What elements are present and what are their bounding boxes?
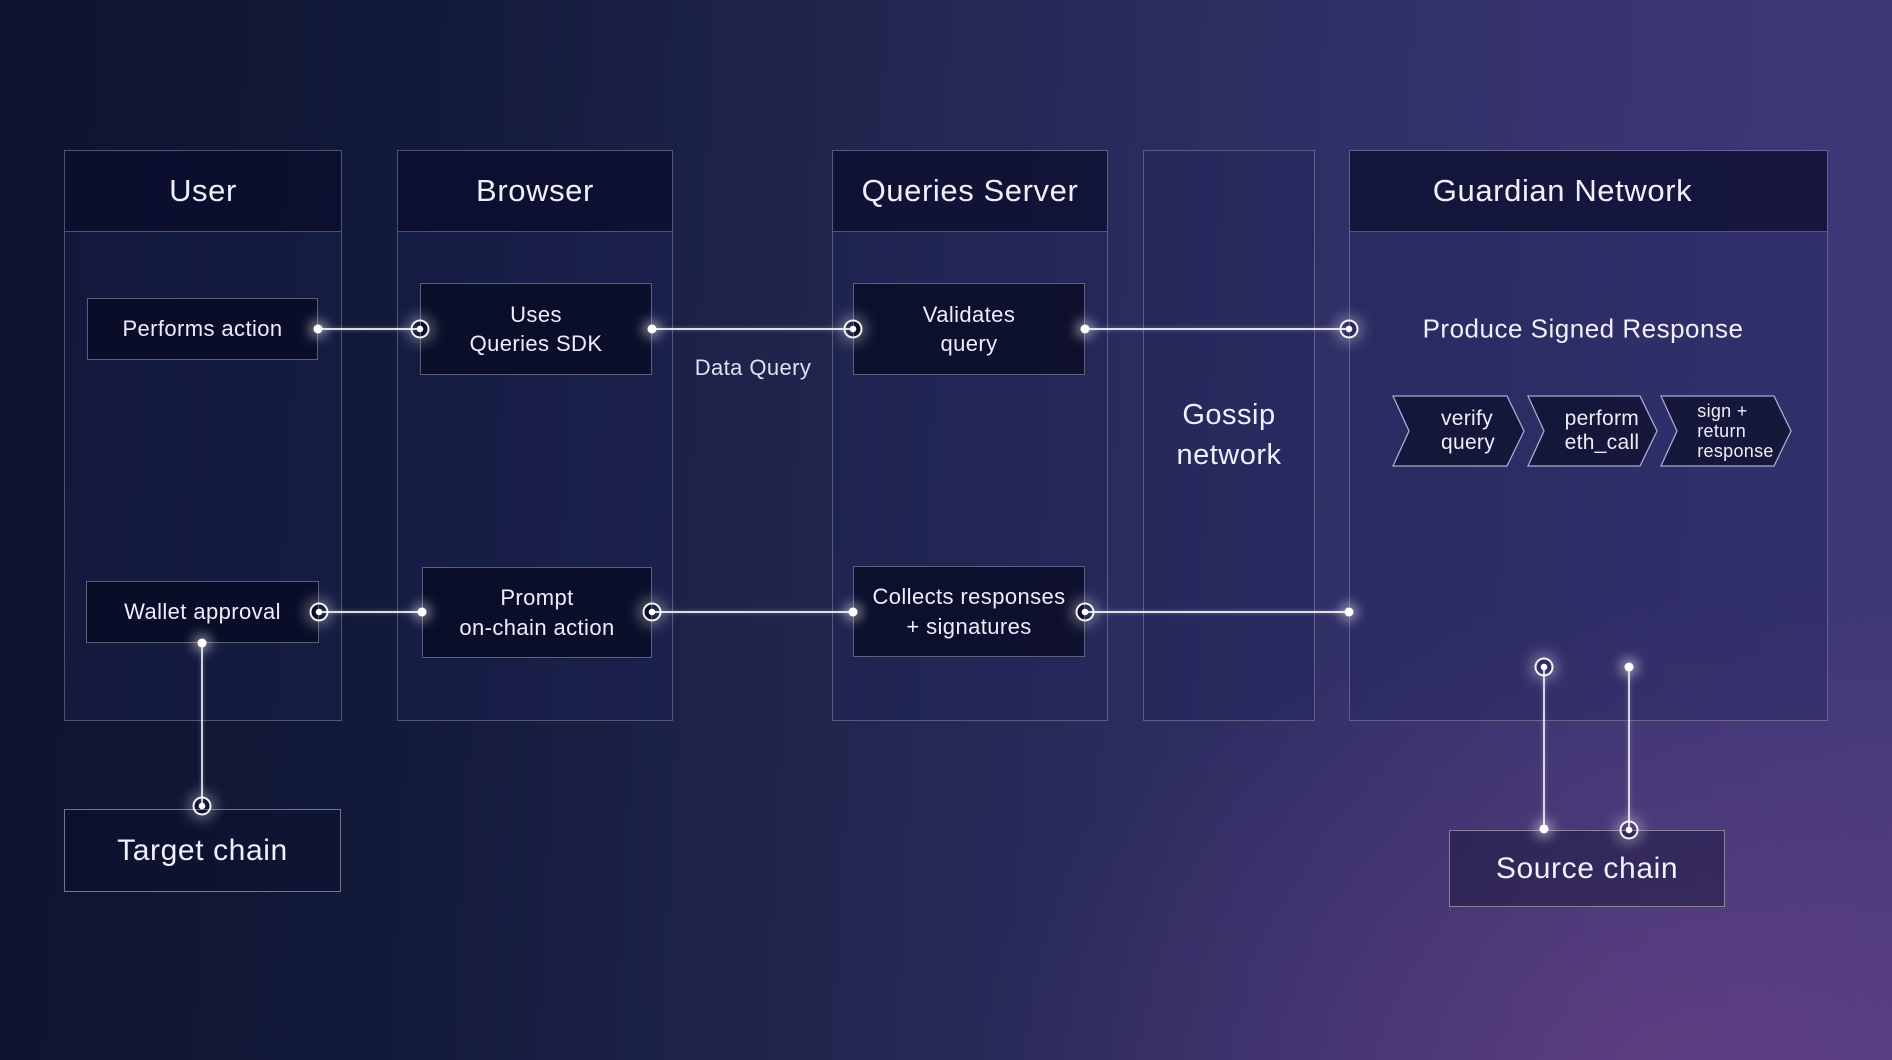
panel-browser-header: Browser (398, 151, 672, 232)
panel-browser-title: Browser (476, 173, 594, 208)
source-chain-label: Source chain (1495, 851, 1679, 885)
node-performs-action: Performs action (87, 298, 318, 360)
connector-performs-to-sdk (318, 328, 420, 330)
data-query-edge-label: Data Query (694, 355, 812, 380)
connector-ring-dot (843, 319, 863, 339)
node-collects-responses-label: Collects responses + signatures (872, 584, 1066, 639)
chevron-step-sign-return-response: sign + return response (1660, 395, 1793, 467)
panel-queries-server-header: Queries Server (833, 151, 1107, 232)
connector-dot (848, 607, 858, 617)
connector-dot (1539, 824, 1549, 834)
chevron-step-2-label: perform eth_call (1564, 406, 1640, 454)
connector-ring-dot (192, 796, 212, 816)
node-collects-responses: Collects responses + signatures (853, 566, 1085, 657)
connector-dot (1344, 607, 1354, 617)
node-uses-queries-sdk: Uses Queries SDK (420, 283, 652, 375)
chevron-step-1-label: verify query (1440, 406, 1496, 454)
chevron-step-verify-query: verify query (1392, 395, 1526, 467)
source-chain-box: Source chain (1449, 830, 1725, 907)
node-validates-query: Validates query (853, 283, 1085, 375)
connector-dot (417, 607, 427, 617)
node-wallet-approval: Wallet approval (86, 581, 319, 643)
chevron-step-3-label: sign + return response (1697, 400, 1774, 462)
target-chain-box: Target chain (64, 809, 341, 892)
panel-guardian-network-title: Guardian Network (1432, 173, 1693, 208)
connector-dot (1080, 324, 1090, 334)
node-wallet-approval-label: Wallet approval (124, 599, 281, 625)
connector-ring-dot (1075, 602, 1095, 622)
connector-ring-dot (410, 319, 430, 339)
connector-dot (197, 638, 207, 648)
target-chain-label: Target chain (117, 833, 288, 867)
connector-source-chain-to-guardian-right (1628, 667, 1630, 830)
connector-wallet-to-prompt (319, 611, 422, 613)
connector-guardian-to-source-chain-left (1543, 667, 1545, 829)
produce-signed-response-label: Produce Signed Response (1422, 313, 1744, 344)
node-prompt-on-chain-action: Prompt on-chain action (422, 567, 652, 658)
connector-dot (647, 324, 657, 334)
panel-gossip-network: Gossip network (1143, 150, 1315, 721)
chevron-arrow-icon (1527, 395, 1658, 467)
node-prompt-on-chain-action-label: Prompt on-chain action (459, 585, 615, 640)
panel-user-title: User (169, 173, 237, 208)
connector-sdk-to-validates (652, 328, 853, 330)
chevron-step-perform-eth-call: perform eth_call (1527, 395, 1659, 467)
panel-user-header: User (65, 151, 341, 232)
gossip-network-label: Gossip network (1176, 399, 1282, 471)
connector-ring-dot (1619, 820, 1639, 840)
connector-collects-to-guardian (1085, 611, 1349, 613)
panel-queries-server-title: Queries Server (861, 173, 1079, 208)
panel-guardian-network-header: Guardian Network (1350, 151, 1827, 232)
node-uses-queries-sdk-label: Uses Queries SDK (469, 301, 603, 356)
connector-dot (313, 324, 323, 334)
connector-dot (1624, 662, 1634, 672)
connector-ring-dot (1534, 657, 1554, 677)
chevron-arrow-icon (1392, 395, 1525, 467)
connector-ring-dot (642, 602, 662, 622)
connector-validates-to-guardian (1085, 328, 1349, 330)
connector-prompt-to-collects (652, 611, 853, 613)
connector-wallet-to-target-chain (201, 643, 203, 806)
connector-ring-dot (309, 602, 329, 622)
connector-ring-dot (1339, 319, 1359, 339)
chevron-arrow-icon (1660, 395, 1792, 467)
node-performs-action-label: Performs action (122, 316, 283, 342)
node-validates-query-label: Validates query (922, 301, 1016, 356)
